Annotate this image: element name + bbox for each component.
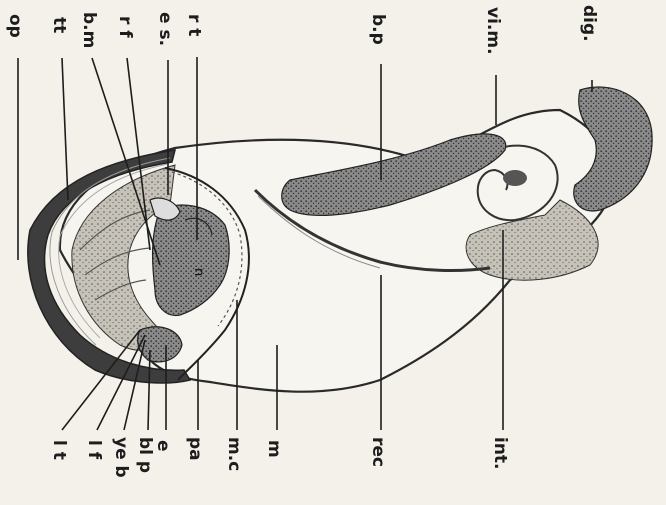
svg-text:n: n bbox=[191, 268, 206, 276]
label-tt: tt bbox=[49, 17, 69, 33]
label-lf: l f bbox=[84, 440, 104, 460]
label-pa: pa bbox=[185, 437, 205, 461]
label-e: e bbox=[153, 440, 173, 452]
label-bp: b.p bbox=[368, 14, 388, 45]
label-es: e s. bbox=[155, 12, 175, 46]
label-m: m bbox=[264, 440, 284, 458]
label-vim: vi.m. bbox=[483, 7, 503, 55]
label-rec: rec bbox=[368, 437, 388, 467]
label-op: op bbox=[5, 14, 25, 38]
label-blp: bl p bbox=[135, 437, 155, 473]
label-rf-top: r f bbox=[115, 16, 135, 38]
label-lt: l t bbox=[49, 440, 69, 460]
label-dig: dig. bbox=[579, 5, 599, 42]
label-yeb: ye b bbox=[111, 437, 131, 478]
label-bm: b.m bbox=[79, 12, 99, 48]
label-rt-top: r t bbox=[184, 14, 204, 36]
label-int: int. bbox=[490, 437, 510, 470]
label-mc: m.c bbox=[224, 437, 244, 471]
